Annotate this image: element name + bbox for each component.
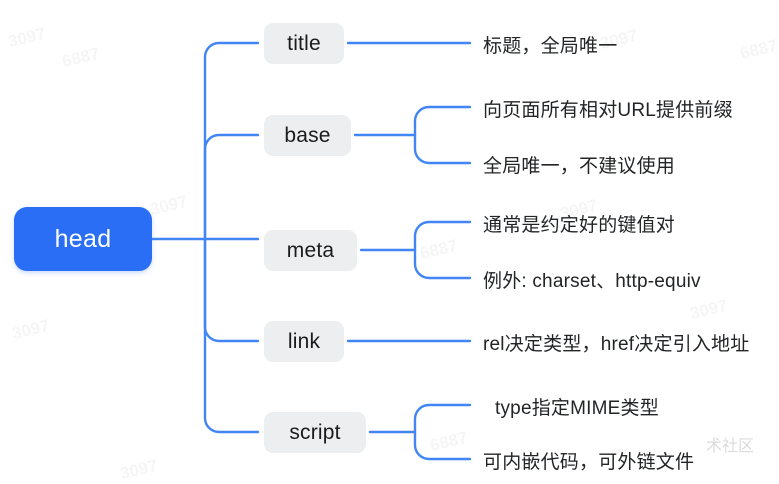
branch-node-label: title (287, 31, 321, 55)
leaf-base-2: 全局唯一，不建议使用 (483, 156, 676, 177)
connector-script-leaf-2 (413, 430, 472, 461)
connector-trunk-script (203, 237, 260, 434)
leaf-link-1: rel决定类型，href决定引入地址 (483, 334, 750, 355)
root-node-label: head (54, 224, 112, 253)
connector-base-leaf-2 (413, 133, 472, 165)
leaf-script-2: 可内嵌代码，可外链文件 (483, 452, 695, 473)
leaf-meta-1: 通常是约定好的键值对 (483, 215, 676, 236)
leaf-base-1: 向页面所有相对URL提供前缀 (483, 100, 733, 121)
connector-trunk-title (203, 41, 260, 241)
branch-node-meta[interactable]: meta (264, 230, 357, 271)
leaf-meta-2: 例外: charset、http-equiv (483, 271, 701, 292)
connector-trunk-base (203, 133, 260, 241)
branch-node-label: script (289, 420, 341, 444)
connector-meta-leaf-2 (413, 248, 472, 280)
branch-node-link[interactable]: link (264, 321, 344, 362)
connector-trunk-link (203, 237, 260, 343)
root-node-head[interactable]: head (14, 207, 152, 271)
connector-script-leaf-1 (413, 403, 472, 434)
branch-node-label: link (287, 329, 321, 353)
branch-node-title[interactable]: title (264, 23, 344, 64)
leaf-title-1: 标题，全局唯一 (483, 36, 618, 57)
branch-node-base[interactable]: base (264, 115, 351, 156)
connector-base-leaf-1 (413, 105, 472, 137)
branch-node-label: base (284, 123, 331, 147)
connector-meta-leaf-1 (413, 220, 472, 252)
branch-node-label: meta (286, 238, 335, 262)
leaf-script-1: type指定MIME类型 (495, 398, 659, 419)
branch-node-script[interactable]: script (264, 412, 366, 453)
